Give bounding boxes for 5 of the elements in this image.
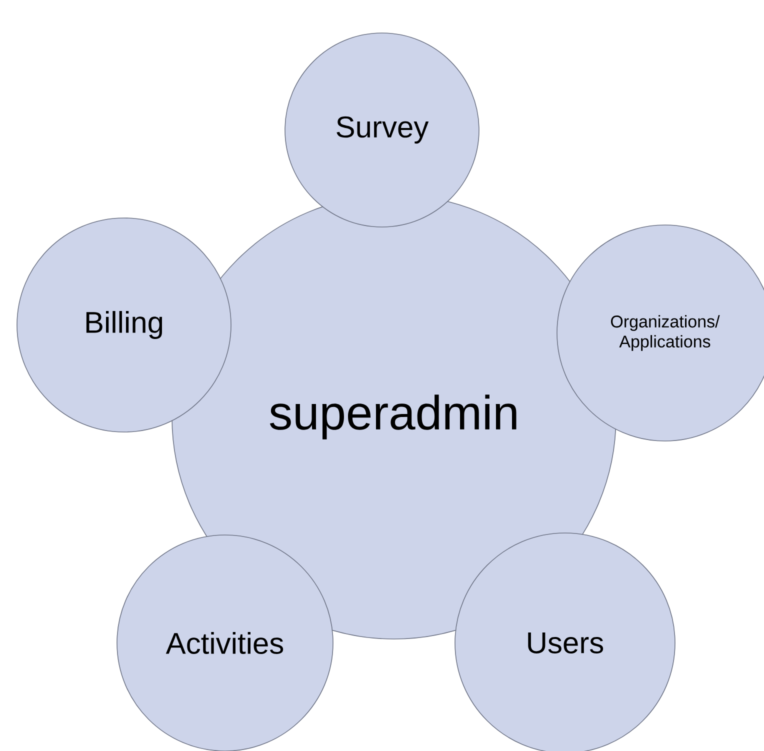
circle-node: Billing [16,218,232,432]
circle-node: Activities [116,534,334,751]
circle-node: Users [454,532,676,751]
circle-node: Organizations/ Applications [556,224,764,442]
circle-node: Survey [284,32,480,228]
